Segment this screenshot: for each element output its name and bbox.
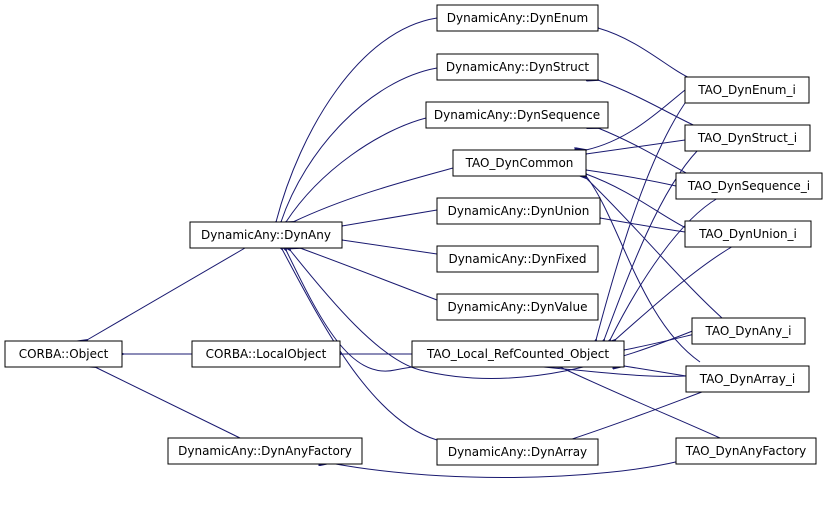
edge-dynany-i-to-dynany [290,250,696,379]
node-corba-object[interactable]: CORBA::Object [4,340,123,368]
node-label: TAO_Local_RefCounted_Object [426,347,609,361]
edge-tao-dynsequence-i-to-refcounted [610,197,719,340]
node-dynarray[interactable]: DynamicAny::DynArray [436,438,599,466]
edge-tao-dynenum-i-to-dynenum [598,28,691,79]
node-dynstruct[interactable]: DynamicAny::DynStruct [436,53,599,81]
edge-tao-dynanyfactory-to-refcounted [560,367,721,439]
edge-dynunion-to-dynany [342,209,438,226]
node-label: CORBA::Object [19,347,109,361]
edge-tao-dynarray-i-to-refcounted [624,366,687,377]
edge-tao-dynany-i-to-dyncommon [586,178,723,319]
edge-tao-dynstruct-i-to-dyncommon [586,139,686,154]
node-label: TAO_DynArray_i [699,372,795,386]
edge-tao-dynstruct-i-to-refcounted [604,149,699,340]
node-label: DynamicAny::DynUnion [448,204,590,218]
node-corba-localobject[interactable]: CORBA::LocalObject [191,340,341,368]
node-label: DynamicAny::DynAny [201,228,331,242]
edge-tao-dynenum-i-to-refcounted [596,95,691,340]
node-tao-dynany-i[interactable]: TAO_DynAny_i [691,317,806,345]
node-label: TAO_DynEnum_i [697,83,796,97]
node-tao-dynsequence-i[interactable]: TAO_DynSequence_i [675,172,823,200]
node-tao-dynenum-i[interactable]: TAO_DynEnum_i [684,76,810,104]
edge-dynarray-i-to-dynany [286,250,687,377]
edge-tao-dynarray-i-to-dynarray [566,388,711,441]
node-label: DynamicAny::DynEnum [447,11,588,25]
node-dynvalue[interactable]: DynamicAny::DynValue [436,293,599,321]
edge-tao-dynsequence-i-to-dyncommon [586,170,677,187]
node-label: TAO_DynCommon [465,156,574,170]
edge-tao-dynunion-i-to-dyncommon [586,174,687,229]
nodes: CORBA::Object CORBA::LocalObject Dynamic… [4,4,823,466]
node-tao-dynunion-i[interactable]: TAO_DynUnion_i [684,220,812,248]
node-label: TAO_DynAny_i [704,324,791,338]
edge-dyncommon-to-dynany [293,167,454,222]
node-dynsequence[interactable]: DynamicAny::DynSequence [425,101,609,129]
node-label: DynamicAny::DynAnyFactory [178,444,352,458]
node-label: DynamicAny::DynValue [448,300,588,314]
node-tao-dyncommon[interactable]: TAO_DynCommon [452,149,587,177]
edge-tao-dynenum-i-to-dyncommon [586,89,686,150]
node-label: DynamicAny::DynArray [448,445,587,459]
node-label: TAO_DynStruct_i [697,131,797,145]
node-tao-local-refcounted-object[interactable]: TAO_Local_RefCounted_Object [411,340,625,368]
node-label: DynamicAny::DynFixed [448,252,586,266]
node-label: TAO_DynSequence_i [687,179,810,193]
edge-dynanyfactory-to-corba-object [95,367,241,439]
node-dynanyfactory[interactable]: DynamicAny::DynAnyFactory [167,437,363,465]
node-label: TAO_DynUnion_i [698,227,797,241]
edge-dynstruct-to-dynany [281,67,438,222]
edge-dynany-to-corba-object [87,247,246,340]
edge-tao-dynany-i-to-refcounted [624,333,696,350]
node-dynunion[interactable]: DynamicAny::DynUnion [436,197,601,225]
edge-tao-dynanyfactory-to-dynanyfactory [330,461,681,478]
node-label: DynamicAny::DynSequence [434,108,600,122]
node-label: CORBA::LocalObject [206,347,327,361]
node-dynenum[interactable]: DynamicAny::DynEnum [436,4,599,32]
edge-tao-dynarray-i-to-dyncommon [586,176,701,363]
edge-dynsequence-to-dynany [286,117,427,222]
edge-dynarray-to-dynany [282,249,438,441]
node-label: TAO_DynAnyFactory [685,444,807,458]
edge-dynenum-to-dynany [276,17,438,222]
edge-tao-dynsequence-i-to-dynsequence [598,128,691,176]
node-dynfixed[interactable]: DynamicAny::DynFixed [436,245,599,273]
node-dynany[interactable]: DynamicAny::DynAny [189,221,343,249]
node-tao-dynarray-i[interactable]: TAO_DynArray_i [685,365,810,393]
edge-dynvalue-to-dynany [300,248,438,301]
edges [87,17,736,478]
edge-dynfixed-to-dynany [342,240,438,255]
node-tao-dynanyfactory[interactable]: TAO_DynAnyFactory [675,437,817,465]
edge-tao-dynunion-i-to-refcounted [615,244,736,340]
node-label: DynamicAny::DynStruct [446,60,589,74]
node-tao-dynstruct-i[interactable]: TAO_DynStruct_i [684,124,811,152]
